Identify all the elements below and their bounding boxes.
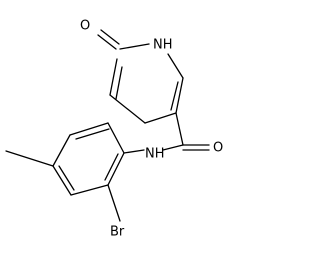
benzene-ring — [52, 122, 145, 196]
molecule-drawing: O NH O NH Br — [5, 19, 223, 240]
bond-c5-c4 — [52, 134, 71, 167]
bond-c5-amide-c — [175, 112, 184, 146]
bond-c2-c1-inner — [104, 153, 119, 181]
bond-c1-c6 — [107, 122, 125, 154]
bond-c4-c3 — [52, 165, 72, 196]
ring-nh-label: NH — [153, 38, 173, 53]
bond-methyl — [5, 150, 54, 167]
ring-oxygen-label: O — [80, 19, 90, 34]
bond-c6-c5-inner — [170, 81, 179, 111]
bond-bromine — [107, 184, 121, 222]
pyridinone-ring — [97, 29, 184, 124]
bond-c2-o — [97, 34, 117, 50]
bond-c5-c4 — [144, 112, 177, 124]
bond-c2-o-double — [100, 29, 120, 45]
bond-c4-c3 — [109, 94, 146, 124]
bond-c6-c5 — [175, 77, 184, 114]
bond-c3-c2-inner — [115, 66, 123, 100]
structure-diagram: O NH O NH Br — [5, 19, 223, 240]
bond-n1-c6 — [167, 53, 184, 79]
bond-c2-n1 — [119, 43, 150, 50]
bond-c2-c1 — [107, 152, 125, 186]
bond-c6-c5 — [69, 122, 109, 136]
amide-oxygen-label: O — [213, 141, 223, 156]
bond-c6-c5-inner — [75, 128, 110, 140]
bond-c3-c2 — [109, 58, 118, 96]
amide-nh-label: NH — [145, 147, 165, 162]
bromine-label: Br — [110, 225, 125, 240]
bond-n-c1 — [123, 149, 145, 154]
bond-amide-c-n — [162, 144, 184, 151]
bond-c4-c3-inner — [58, 165, 75, 191]
amide-group — [162, 112, 210, 151]
bond-c3-c2 — [70, 184, 109, 196]
